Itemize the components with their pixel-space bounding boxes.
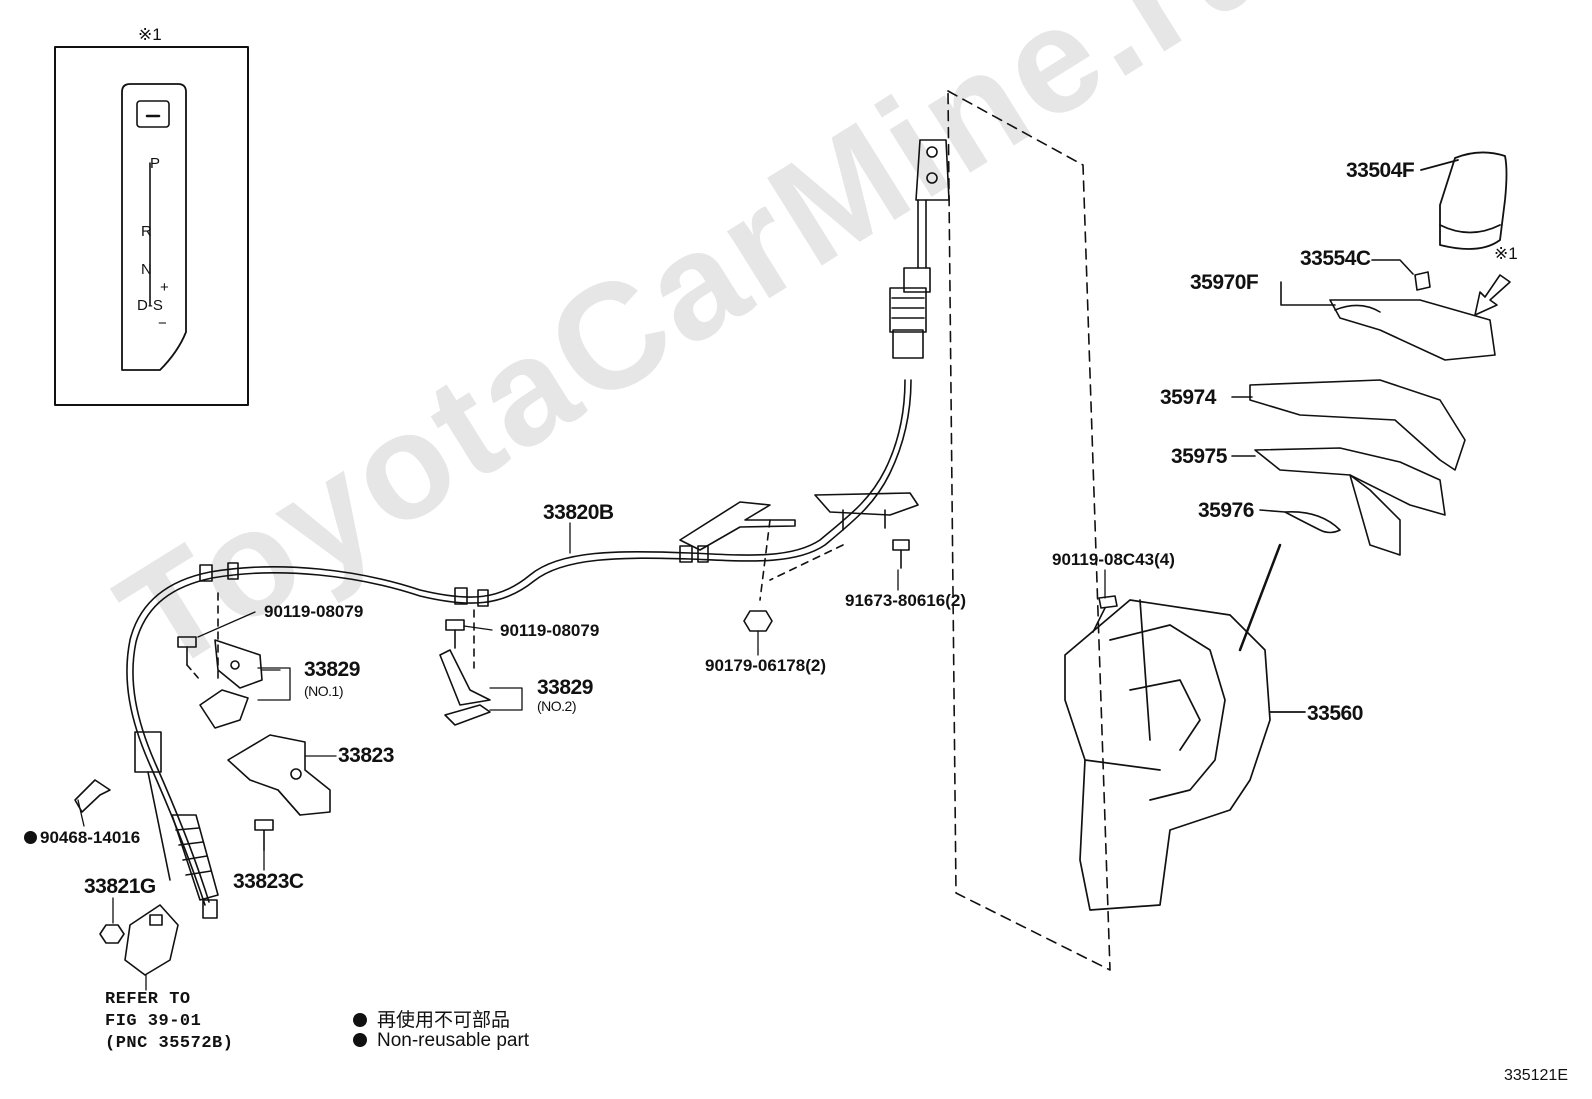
label-33829-no1-sub: (NO.1) xyxy=(304,683,344,699)
label-33829-no1: 33829 xyxy=(304,658,360,681)
gate-r: R xyxy=(141,223,152,240)
label-33829-no2: 33829 xyxy=(537,676,593,699)
label-35976: 35976 xyxy=(1198,499,1254,522)
piece-35976 xyxy=(1259,509,1341,534)
bracket-lower-left xyxy=(124,904,179,976)
view-arrow xyxy=(1474,274,1511,316)
gate-plus: + xyxy=(160,279,169,296)
legend-bullet-jp xyxy=(353,1013,367,1027)
label-90119-08079-b: 90119-08079 xyxy=(500,621,600,640)
refer-line-3: (PNC 35572B) xyxy=(105,1034,234,1053)
gate-minus: − xyxy=(158,315,167,332)
label-33829-no2-sub: (NO.2) xyxy=(537,698,577,714)
bolts xyxy=(99,539,1118,944)
non-reusable-bullet xyxy=(24,831,37,844)
refer-line-1: REFER TO xyxy=(105,990,191,1009)
label-90119-08079-a: 90119-08079 xyxy=(264,602,364,621)
cable-bracket-mid xyxy=(679,501,844,601)
label-33504F: 33504F xyxy=(1346,159,1415,182)
gate-n: N xyxy=(141,261,152,278)
inset-box xyxy=(54,46,249,406)
cable-bracket-top xyxy=(814,492,919,531)
lever-33823 xyxy=(227,734,331,816)
gate-p: P xyxy=(150,155,161,172)
label-90119-08C43: 90119-08C43(4) xyxy=(1052,550,1175,569)
legend-en-text: Non-reusable part xyxy=(377,1030,530,1051)
bracket-33829-no2 xyxy=(439,609,491,726)
refer-line-2: FIG 39-01 xyxy=(105,1012,202,1031)
legend-bullet-en xyxy=(353,1033,367,1047)
legend-en: Non-reusable part xyxy=(353,1030,529,1052)
shift-knob-33504F xyxy=(1420,151,1508,250)
label-35974: 35974 xyxy=(1160,386,1216,409)
label-33820B: 33820B xyxy=(543,501,614,524)
inset-mark: ※1 xyxy=(138,25,162,44)
plate-35975 xyxy=(1231,447,1446,556)
label-91673-80616: 91673-80616(2) xyxy=(845,591,966,610)
shift-cable xyxy=(126,139,950,919)
label-33554C: 33554C xyxy=(1300,247,1371,270)
label-33821G: 33821G xyxy=(84,875,156,898)
label-33823C: 33823C xyxy=(233,870,304,893)
figure-id: 335121E xyxy=(1503,1067,1568,1084)
gate-ds: D-S xyxy=(137,297,163,314)
cover-35974 xyxy=(1231,379,1466,471)
legend-jp-text: 再使用不可部品 xyxy=(377,1010,511,1031)
label-90179-06178: 90179-06178(2) xyxy=(705,656,826,675)
label-33560: 33560 xyxy=(1307,702,1363,725)
legend-jp: 再使用不可部品 xyxy=(353,1005,510,1032)
leader-lines xyxy=(77,522,1106,991)
label-35975: 35975 xyxy=(1171,445,1227,468)
bracket-33829-no1 xyxy=(186,592,263,729)
label-90468-14016-text: 90468-14016 xyxy=(40,828,141,847)
label-arrow-mark: ※1 xyxy=(1494,244,1518,263)
indicator-35970F xyxy=(1280,259,1496,361)
label-33823: 33823 xyxy=(338,744,394,767)
label-35970F: 35970F xyxy=(1190,271,1259,294)
shift-lever-33560 xyxy=(1064,543,1306,911)
assembly-outline xyxy=(947,90,1111,971)
label-90468-14016: 90468-14016 xyxy=(24,829,140,846)
